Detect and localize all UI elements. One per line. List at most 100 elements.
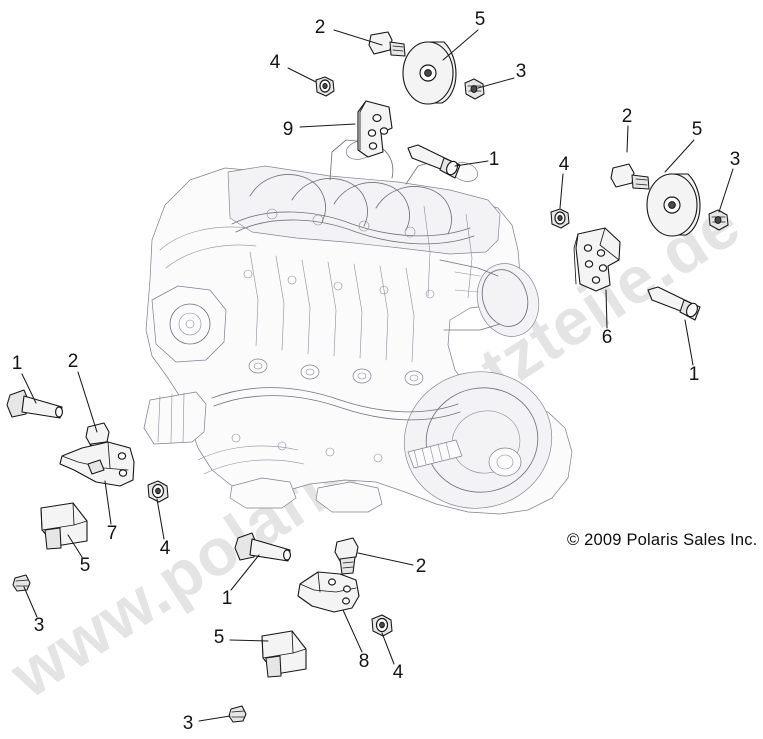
- engine-shaft: [407, 439, 463, 469]
- callout-number: 4: [270, 52, 281, 73]
- callout-9-c05: 9: [283, 119, 356, 140]
- part-hex-nut-top-left: [315, 76, 335, 97]
- callout-number: 6: [602, 327, 613, 348]
- part-mount-bracket-8: [297, 571, 360, 613]
- callout-4-c03: 4: [270, 52, 317, 83]
- callout-leader-line: [357, 552, 414, 566]
- callout-leader-line: [198, 715, 231, 722]
- callout-3-c24: 3: [183, 713, 231, 734]
- copyright-text: 2009 Polaris Sales Inc.: [584, 531, 758, 549]
- part-flange-nut-left: [12, 574, 31, 592]
- callout-5-c08: 5: [664, 119, 703, 173]
- callout-number: 3: [183, 713, 194, 734]
- part-long-flange-bolt-bottom: [234, 532, 291, 562]
- part-rubber-mount-left: [40, 502, 88, 550]
- callout-leader-line: [21, 373, 37, 404]
- callout-5-c17: 5: [67, 534, 91, 576]
- callout-number: 8: [359, 651, 370, 672]
- callout-leader-line: [23, 586, 38, 618]
- callout-leader-line: [381, 632, 395, 665]
- part-mount-bracket-6: [573, 227, 621, 292]
- part-flange-nut-bottom: [228, 705, 247, 723]
- callout-5-c02: 5: [442, 9, 486, 61]
- part-long-flange-bolt-left: [6, 389, 63, 419]
- callout-2-c01: 2: [315, 17, 383, 46]
- callout-leader-line: [104, 480, 112, 525]
- callout-3-c04: 3: [477, 61, 527, 89]
- callout-1-c12: 1: [684, 319, 700, 385]
- callout-leader-line: [333, 29, 383, 46]
- callout-number: 1: [222, 588, 233, 609]
- part-hex-nut-bottom: [371, 614, 393, 637]
- engine-detail-fasteners: [231, 208, 435, 463]
- callout-leader-line: [605, 289, 608, 329]
- part-rubber-mount-bottom: [261, 630, 307, 678]
- callout-number: 4: [559, 154, 570, 175]
- callout-number: 9: [283, 119, 294, 140]
- callout-number: 3: [34, 615, 45, 636]
- callout-3-c10: 3: [718, 149, 741, 213]
- callout-4-c09: 4: [559, 154, 570, 209]
- callout-leader-line: [230, 554, 260, 591]
- engine-bosses: [248, 358, 424, 386]
- callout-4-c16: 4: [156, 498, 171, 559]
- callout-2-c07: 2: [622, 106, 633, 153]
- callout-number: 5: [692, 119, 703, 140]
- callout-3-c18: 3: [23, 586, 45, 636]
- callout-leader-line: [442, 29, 479, 61]
- callout-2-c20: 2: [357, 552, 427, 577]
- callout-leader-line: [287, 67, 317, 83]
- callout-leader-line: [718, 168, 734, 213]
- callout-number: 1: [689, 364, 700, 385]
- callout-leader-line: [477, 77, 515, 89]
- callout-number: 2: [68, 351, 79, 372]
- part-flange-bolt-bottom: [334, 537, 359, 575]
- part-hex-nut-left: [147, 480, 169, 503]
- callout-leader-line: [559, 173, 564, 209]
- copyright-symbol: ©: [567, 531, 580, 549]
- callout-number: 3: [516, 61, 527, 82]
- engine-fins: [249, 251, 415, 363]
- callout-number: 4: [393, 662, 404, 683]
- callout-leader-line: [229, 639, 269, 642]
- callout-leader-line: [626, 125, 629, 153]
- callout-number: 2: [315, 17, 326, 38]
- callout-5-c23: 5: [214, 627, 269, 648]
- callout-leader-line: [299, 123, 356, 128]
- part-rubber-mount-right: [646, 173, 701, 237]
- callout-7-c15: 7: [104, 480, 118, 544]
- callout-4-c22: 4: [381, 632, 404, 683]
- callout-leader-line: [454, 160, 489, 167]
- engine-assembly-illustration: [143, 139, 573, 515]
- copyright-notice: © 2009 Polaris Sales Inc.: [567, 531, 758, 550]
- callout-number: 3: [730, 149, 741, 170]
- callout-number: 5: [475, 9, 486, 30]
- part-mount-bracket-7: [59, 441, 135, 487]
- callout-1-c13: 1: [12, 353, 37, 404]
- part-rubber-mount-top: [402, 41, 457, 105]
- callout-number: 5: [80, 555, 91, 576]
- callout-number: 2: [622, 106, 633, 127]
- part-hex-nut-right: [550, 208, 570, 229]
- callout-1-c06: 1: [454, 149, 500, 170]
- callout-number: 7: [107, 523, 118, 544]
- part-flange-bolt-right: [610, 163, 650, 190]
- part-flange-bolt-top-left: [368, 31, 406, 57]
- part-flange-nut-right: [708, 209, 729, 231]
- part-long-flange-bolt-upper: [407, 144, 461, 179]
- callout-leader-line: [684, 319, 694, 366]
- callout-number: 1: [489, 149, 500, 170]
- part-long-flange-bolt-right: [647, 286, 701, 321]
- callout-6-c11: 6: [602, 289, 613, 348]
- callout-number: 5: [214, 627, 225, 648]
- callout-number: 2: [416, 556, 427, 577]
- callout-1-c19: 1: [222, 554, 260, 609]
- callout-8-c21: 8: [342, 609, 370, 672]
- part-flange-nut-top: [464, 78, 485, 100]
- callout-2-c14: 2: [68, 351, 98, 433]
- callout-leader-line: [156, 498, 165, 540]
- callout-number: 4: [160, 538, 171, 559]
